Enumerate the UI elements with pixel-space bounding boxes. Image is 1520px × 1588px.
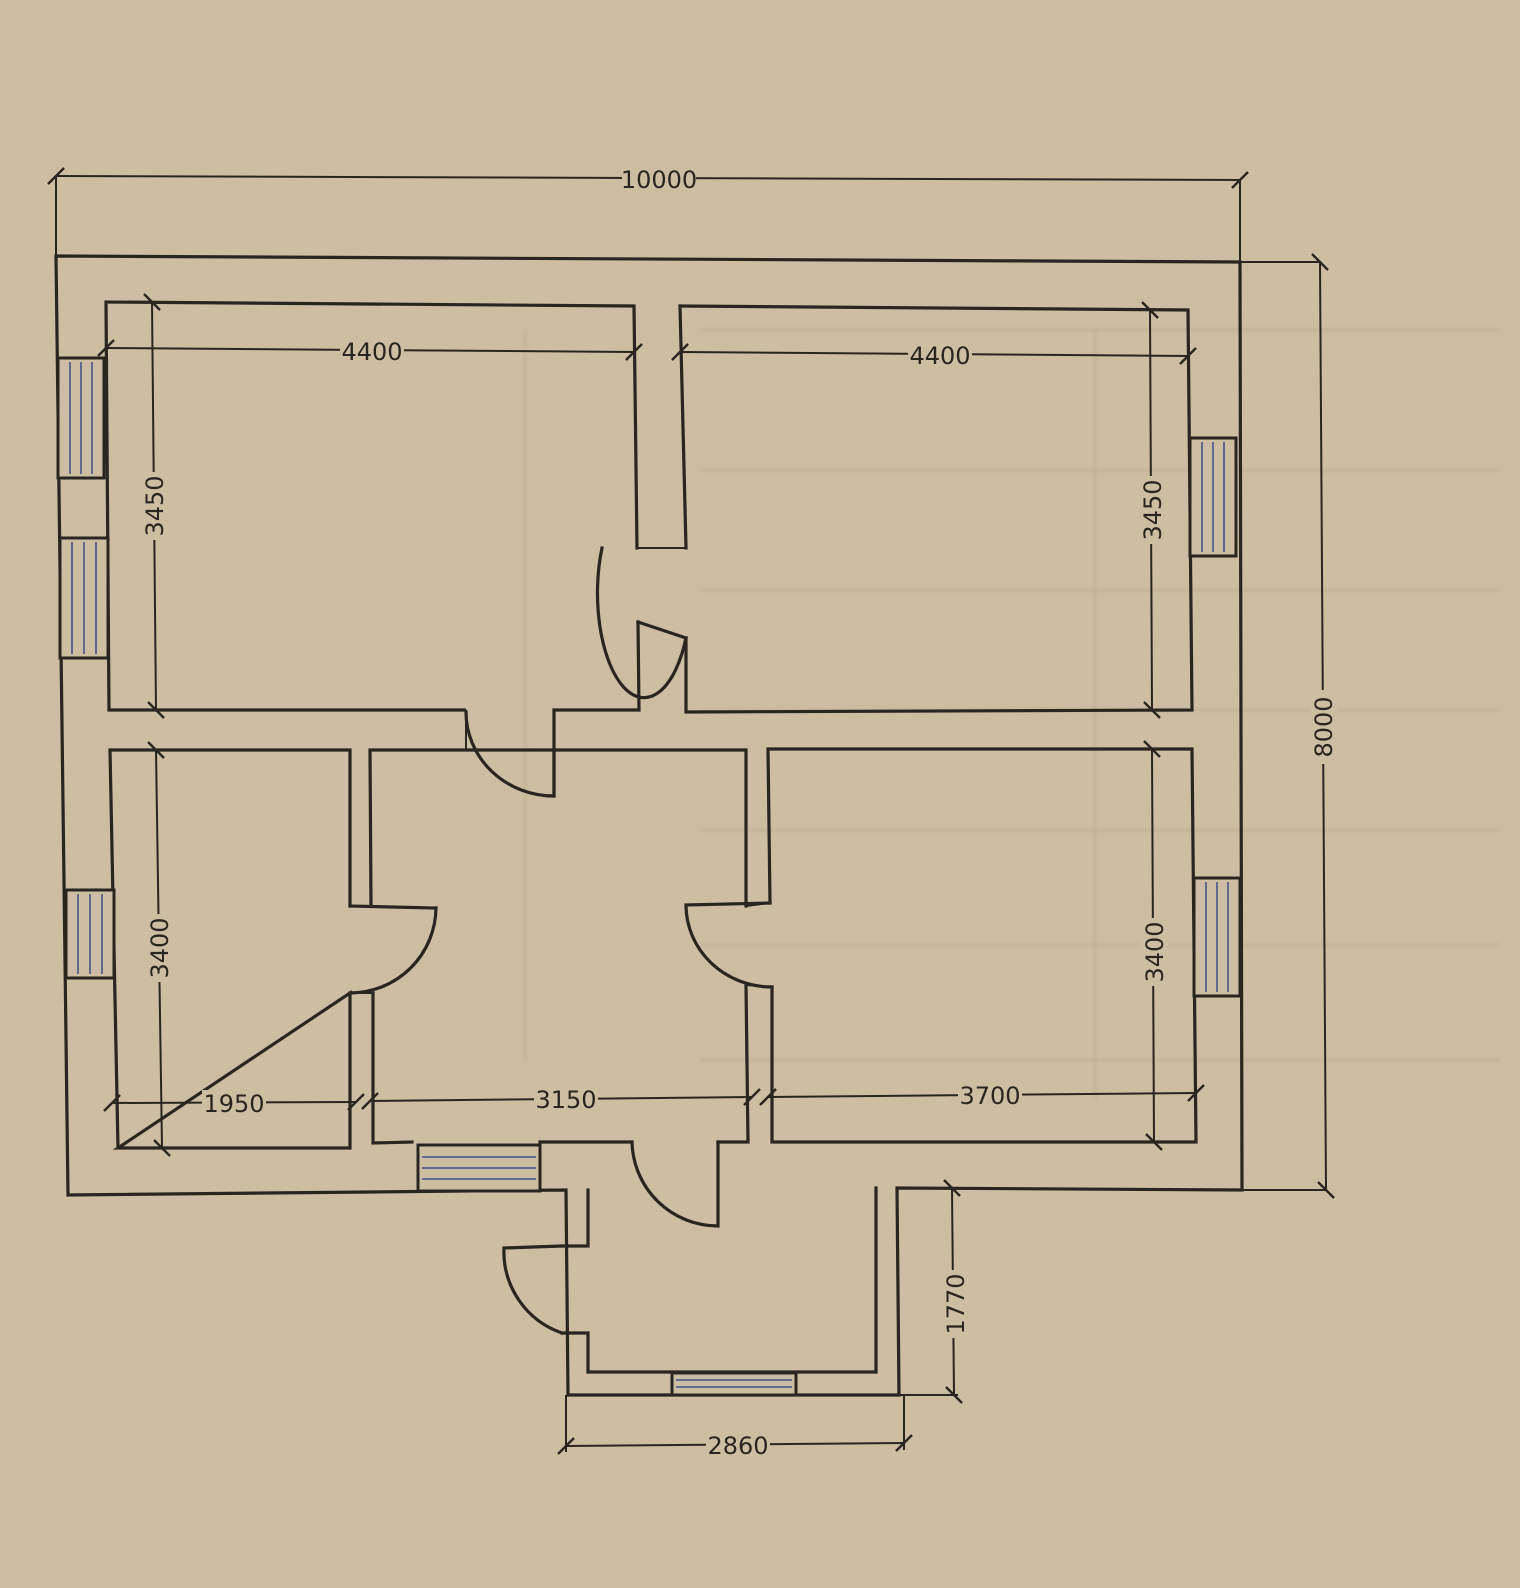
dim-room-top-left-width: 4400 <box>97 338 643 366</box>
dim-room-top-right-depth: 3450 <box>1138 301 1167 719</box>
window-porch <box>670 1371 798 1397</box>
dim-label-overall-width: 10000 <box>621 166 697 194</box>
walls <box>54 254 1244 1397</box>
door-bottom-right <box>684 901 774 989</box>
porch-room-outline <box>560 1186 878 1374</box>
door-bottom-left <box>348 904 438 995</box>
door-porch <box>502 1244 565 1336</box>
outer-wall-outline <box>54 254 1244 1397</box>
dim-label-porch-width: 2860 <box>707 1432 768 1460</box>
dim-label-room-bottom-left-depth: 3400 <box>146 917 174 978</box>
windows <box>56 356 1242 1397</box>
dim-room-top-right-width: 4400 <box>671 342 1197 370</box>
dim-room-bottom-right-width: 3700 <box>759 1082 1205 1110</box>
dim-label-room-top-right-depth: 3450 <box>1139 479 1167 540</box>
dim-overall-width: 10000 <box>47 166 1249 262</box>
dim-label-room-top-left-depth: 3450 <box>141 475 169 536</box>
window-right-1 <box>1188 436 1238 558</box>
dim-room-bottom-left-width: 1950 <box>103 1090 365 1118</box>
dim-label-room-top-left-width: 4400 <box>341 338 402 366</box>
dim-label-overall-depth: 8000 <box>1310 696 1338 757</box>
dim-room-top-left-depth: 3450 <box>140 293 169 719</box>
dim-room-bottom-left-depth: 3400 <box>146 741 174 1157</box>
door-entry <box>630 1140 720 1228</box>
dimensions: 10000 8000 4400 3450 <box>47 166 1338 1460</box>
dim-label-porch-depth: 1770 <box>942 1273 970 1334</box>
door-top-left-hall <box>464 710 556 798</box>
dim-overall-depth: 8000 <box>1240 253 1338 1199</box>
room-top-left-outline <box>104 300 641 712</box>
dim-label-hall-width: 3150 <box>535 1086 596 1114</box>
dim-room-bottom-right-depth: 3400 <box>1140 740 1169 1151</box>
door-top-rooms <box>595 546 689 700</box>
dim-label-room-bottom-right-depth: 3400 <box>1141 921 1169 982</box>
dim-porch-width: 2860 <box>557 1395 913 1460</box>
window-left-2 <box>58 536 110 660</box>
window-left-3 <box>64 888 116 980</box>
doors <box>348 546 774 1336</box>
window-bottom-hall <box>416 1143 542 1193</box>
room-bottom-right-outline <box>766 747 1198 1144</box>
dim-hall-width: 3150 <box>361 1086 761 1114</box>
window-right-2 <box>1192 876 1242 998</box>
dim-label-room-bottom-left-width: 1950 <box>203 1090 264 1118</box>
dim-label-room-bottom-right-width: 3700 <box>959 1082 1020 1110</box>
dim-label-room-top-right-width: 4400 <box>909 342 970 370</box>
dim-porch-depth: 1770 <box>897 1179 970 1404</box>
room-top-right-outline <box>678 304 1194 714</box>
window-left-1 <box>56 356 106 480</box>
bleed-through-background <box>524 329 1500 1100</box>
